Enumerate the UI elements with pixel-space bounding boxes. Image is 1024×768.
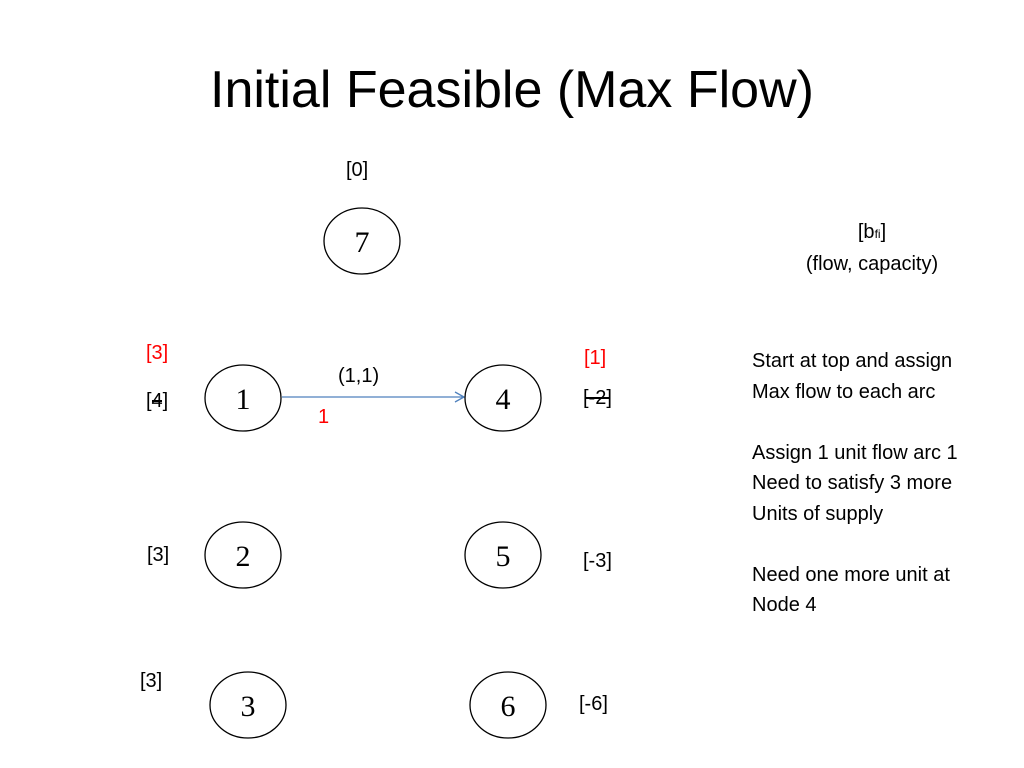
slide-title: Initial Feasible (Max Flow) [210, 61, 814, 119]
node-2[interactable]: 2 [204, 521, 282, 589]
note-line: Start at top and assign [752, 350, 953, 372]
node-5-supply-label: [-3] [583, 550, 612, 572]
node-2-supply-label: [3] [147, 544, 170, 566]
legend-arc-notation: (flow, capacity) [805, 253, 939, 275]
note-spacer [752, 529, 1017, 560]
note-spacer [752, 407, 1017, 438]
arc-1-4-flow: 1 [318, 406, 330, 428]
legend-supply-notation: [bfi] [857, 221, 887, 243]
note-line: Units of supply [752, 502, 884, 525]
node-6-supply-label: [-6] [579, 693, 608, 715]
node-2-label: 2 [236, 540, 251, 573]
node-3-supply-label: [3] [140, 670, 163, 692]
node-5-label: 5 [496, 540, 511, 573]
arc-1-4-label: (1,1) [338, 365, 380, 387]
node-1-supply-strikethrough [152, 400, 162, 402]
legend: [bfi] (flow, capacity) [772, 217, 972, 279]
note-line: Max flow to each arc [752, 380, 936, 403]
node-6-label: 6 [501, 690, 516, 723]
node-4-supply-strikethrough [586, 397, 610, 399]
note-line: Assign 1 unit flow arc 1 [752, 441, 958, 464]
node-6[interactable]: 6 [469, 671, 547, 739]
node-3[interactable]: 3 [209, 671, 287, 739]
node-1[interactable]: 1 [204, 364, 282, 432]
node-7-supply-label: [0] [346, 159, 369, 181]
notes-text-box: Start at top and assign Max flow to each… [752, 346, 1017, 621]
node-5[interactable]: 5 [464, 521, 542, 589]
note-line: Node 4 [752, 594, 817, 616]
node-1-updated-supply-label: [3] [146, 342, 169, 364]
note-line: Need one more unit at [752, 563, 950, 586]
note-line: Need to satisfy 3 more [752, 472, 953, 494]
node-3-label: 3 [241, 690, 256, 723]
node-1-label: 1 [236, 383, 251, 416]
node-4-updated-supply-label: [1] [584, 347, 607, 369]
node-7[interactable]: 7 [323, 207, 401, 275]
node-7-label: 7 [355, 226, 370, 259]
node-4[interactable]: 4 [464, 364, 542, 432]
node-4-label: 4 [496, 383, 511, 416]
